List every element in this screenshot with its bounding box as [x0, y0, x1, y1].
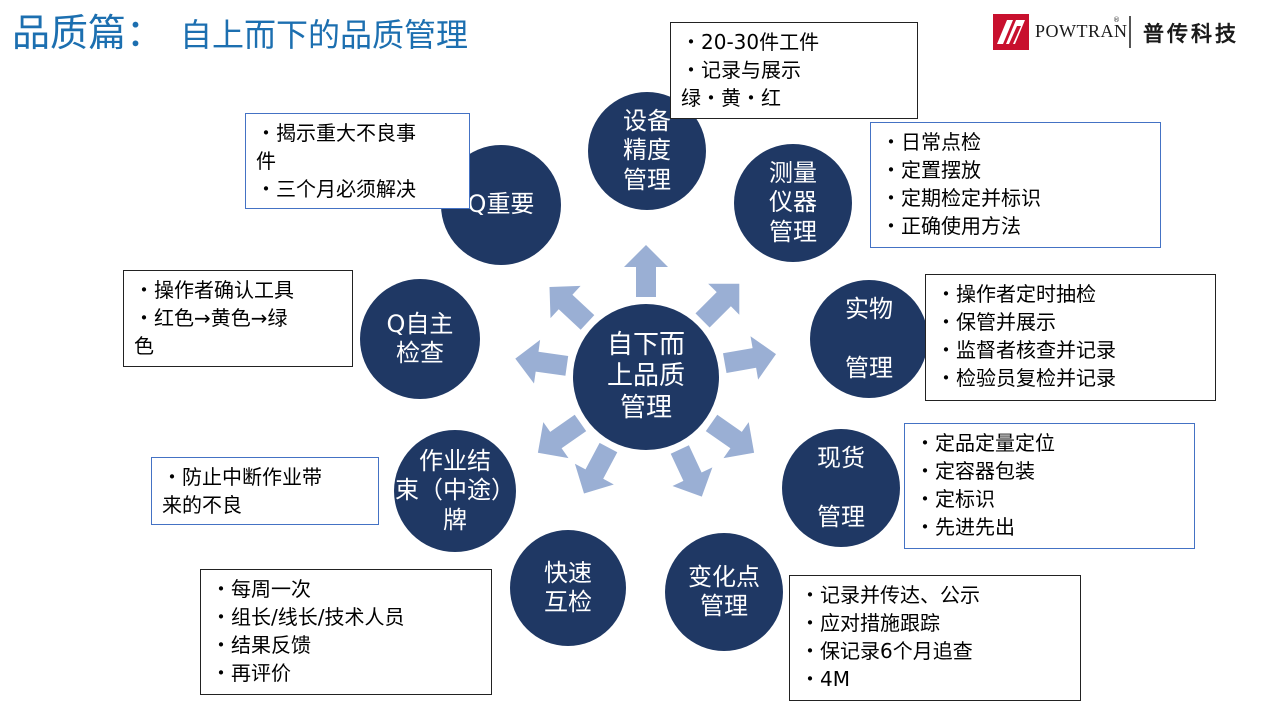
list-item: ・正确使用方法	[881, 214, 1021, 238]
box-q-important: ・揭示重大不良事 件 ・三个月必须解决	[245, 113, 470, 209]
list-item: ・定容器包装	[915, 459, 1035, 483]
list-item: ・定品定量定位	[915, 431, 1055, 455]
arrow-up-left	[549, 285, 595, 330]
node-measuring-instrument: 测量 仪器 管理	[734, 144, 852, 262]
node-change-point: 变化点 管理	[665, 533, 783, 651]
box-change-point: ・记录并传达、公示 ・应对措施跟踪 ・保记录6个月追查 ・4M	[789, 575, 1081, 701]
list-item: ・再评价	[211, 661, 291, 685]
node-q-self-check: Q自主 检查	[360, 279, 480, 399]
list-item: ・红色→黄色→绿 色	[134, 306, 288, 358]
arrow-up-right	[695, 283, 740, 328]
arrow-down-right-low	[670, 445, 713, 497]
list-item: ・揭示重大不良事 件	[256, 121, 416, 173]
logo-chinese-name: 普传科技	[1143, 22, 1239, 46]
company-logo: POWTRAN ® 普传科技	[993, 14, 1268, 50]
title-sub: 自上而下的品质管理	[180, 16, 469, 54]
list-item: ・4M	[800, 667, 850, 691]
node-physical-management: 实物 管理	[810, 280, 928, 398]
list-item: ・组长/线长/技术人员	[211, 605, 405, 629]
list-item: ・应对措施跟踪	[800, 611, 940, 635]
list-item: ・保记录6个月追查	[800, 639, 973, 663]
box-equipment-precision: ・20-30件工件 ・记录与展示 绿・黄・红	[670, 22, 918, 119]
list-item: ・每周一次	[211, 577, 311, 601]
list-item: ・先进先出	[915, 515, 1015, 539]
list-item: ・操作者定时抽检	[936, 282, 1096, 306]
powtran-logo-icon	[993, 14, 1029, 50]
box-q-self-check: ・操作者确认工具 ・红色→黄色→绿 色	[123, 270, 353, 367]
box-physical-management: ・操作者定时抽检 ・保管并展示 ・监督者核查并记录 ・检验员复检并记录	[925, 274, 1216, 401]
arrow-left	[515, 339, 569, 384]
list-item: ・操作者确认工具	[134, 278, 294, 302]
box-work-end-plate: ・防止中断作业带 来的不良	[151, 457, 379, 525]
list-item: ・结果反馈	[211, 633, 311, 657]
arrow-up	[624, 245, 668, 297]
title-main: 品质篇：	[12, 11, 165, 55]
page-title: 品质篇： 自上而下的品质管理	[12, 14, 468, 52]
arrow-down-right	[705, 414, 755, 459]
list-item: ・记录与展示 绿・黄・红	[681, 58, 801, 110]
arrow-down-left	[537, 414, 587, 459]
list-item: ・监督者核查并记录	[936, 338, 1116, 362]
node-equipment-precision: 设备 精度 管理	[588, 92, 706, 210]
list-item: ・保管并展示	[936, 310, 1056, 334]
list-item: ・20-30件工件	[681, 30, 820, 54]
box-measuring-instrument: ・日常点检 ・定置摆放 ・定期检定并标识 ・正确使用方法	[870, 122, 1161, 248]
node-stock-management: 现货 管理	[782, 429, 900, 547]
arrow-down-left-low	[574, 442, 618, 494]
list-item: ・定置摆放	[881, 158, 981, 182]
logo-registered-mark: ®	[1113, 16, 1120, 24]
logo-brand-text: POWTRAN	[1035, 21, 1128, 41]
logo-divider	[1129, 16, 1131, 48]
list-item: ・检验员复检并记录	[936, 366, 1116, 390]
node-quick-mutual-check: 快速 互检	[510, 530, 626, 646]
arrow-right	[723, 336, 776, 380]
list-item: ・定标识	[915, 487, 995, 511]
list-item: ・日常点检	[881, 130, 981, 154]
center-node: 自下而 上品质 管理	[573, 304, 719, 450]
list-item: ・三个月必须解决	[256, 177, 416, 201]
box-stock-management: ・定品定量定位 ・定容器包装 ・定标识 ・先进先出	[904, 423, 1195, 549]
node-work-end-plate: 作业结 束（中途） 牌	[394, 430, 516, 552]
list-item: ・定期检定并标识	[881, 186, 1041, 210]
box-quick-mutual-check: ・每周一次 ・组长/线长/技术人员 ・结果反馈 ・再评价	[200, 569, 492, 695]
list-item: ・防止中断作业带 来的不良	[162, 465, 322, 517]
list-item: ・记录并传达、公示	[800, 583, 980, 607]
